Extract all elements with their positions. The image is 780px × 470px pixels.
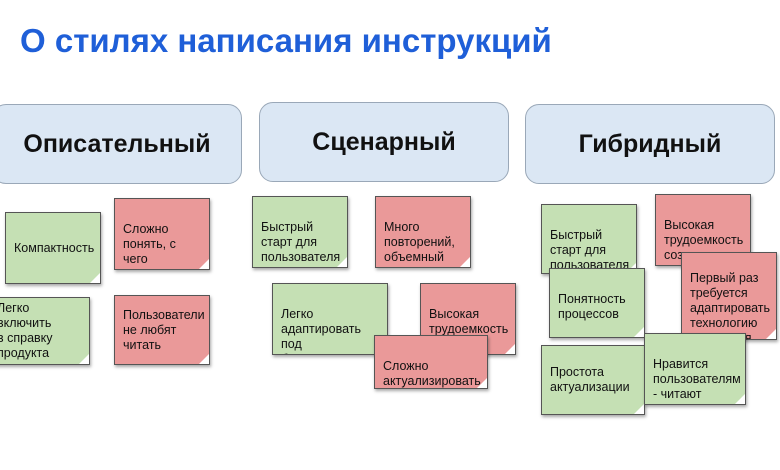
note-text: Много повторений, объемный [384, 220, 455, 264]
note-corner-fold [633, 326, 644, 337]
note-text: Нравится пользователям - читают [653, 357, 741, 401]
note-corner-fold [476, 377, 487, 388]
column-header-hybrid: Гибридный [525, 104, 775, 184]
note-corner-fold [734, 393, 745, 404]
note-text: Легко включить в справку продукта [0, 301, 53, 360]
note-text: Компактность [14, 240, 95, 255]
note-text: Легко адаптировать под бизнес-процессы [281, 307, 361, 354]
note-corner-fold [633, 403, 644, 414]
note-text: Первый раз требуется адаптировать технол… [690, 271, 770, 339]
note-text: Понятность процессов [558, 292, 626, 321]
slide-title: О стилях написания инструкций [20, 22, 552, 59]
note-corner-fold [78, 353, 89, 364]
note-corner-fold [459, 256, 470, 267]
note-corner-fold [89, 272, 100, 283]
note-hybrid-quick-start: Быстрый старт для пользователя [541, 204, 637, 274]
note-hard-to-start: Сложно понять, с чего начать [114, 198, 210, 270]
note-text: Пользователи не любят читать [123, 307, 205, 352]
note-users-like: Нравится пользователям - читают [644, 333, 746, 405]
note-corner-fold [765, 328, 776, 339]
note-compactness: Компактность [5, 212, 101, 284]
note-quick-start: Быстрый старт для пользователя [252, 196, 348, 268]
note-text: Быстрый старт для пользователя [261, 220, 341, 264]
note-process-clarity: Понятность процессов [549, 268, 645, 338]
note-corner-fold [336, 256, 347, 267]
note-text: Простота актуализации [550, 365, 630, 394]
note-hard-update: Сложно актуализировать [374, 335, 488, 389]
note-first-time: Первый раз требуется адаптировать технол… [681, 252, 777, 340]
note-users-dislike: Пользователи не любят читать [114, 295, 210, 365]
note-easy-actualize: Простота актуализации [541, 345, 645, 415]
note-corner-fold [625, 262, 636, 273]
column-header-scenario: Сценарный [259, 102, 509, 182]
note-easy-include: Легко включить в справку продукта [0, 297, 90, 365]
column-header-descriptive: Описательный [0, 104, 242, 184]
note-text: Быстрый старт для пользователя [550, 228, 630, 272]
note-text: Сложно актуализировать [383, 359, 481, 388]
note-corner-fold [198, 258, 209, 269]
note-corner-fold [504, 343, 515, 354]
note-many-repeats: Много повторений, объемный [375, 196, 471, 268]
note-text: Сложно понять, с чего начать [123, 222, 176, 269]
note-easy-adapt: Легко адаптировать под бизнес-процессы [272, 283, 388, 355]
note-corner-fold [198, 353, 209, 364]
